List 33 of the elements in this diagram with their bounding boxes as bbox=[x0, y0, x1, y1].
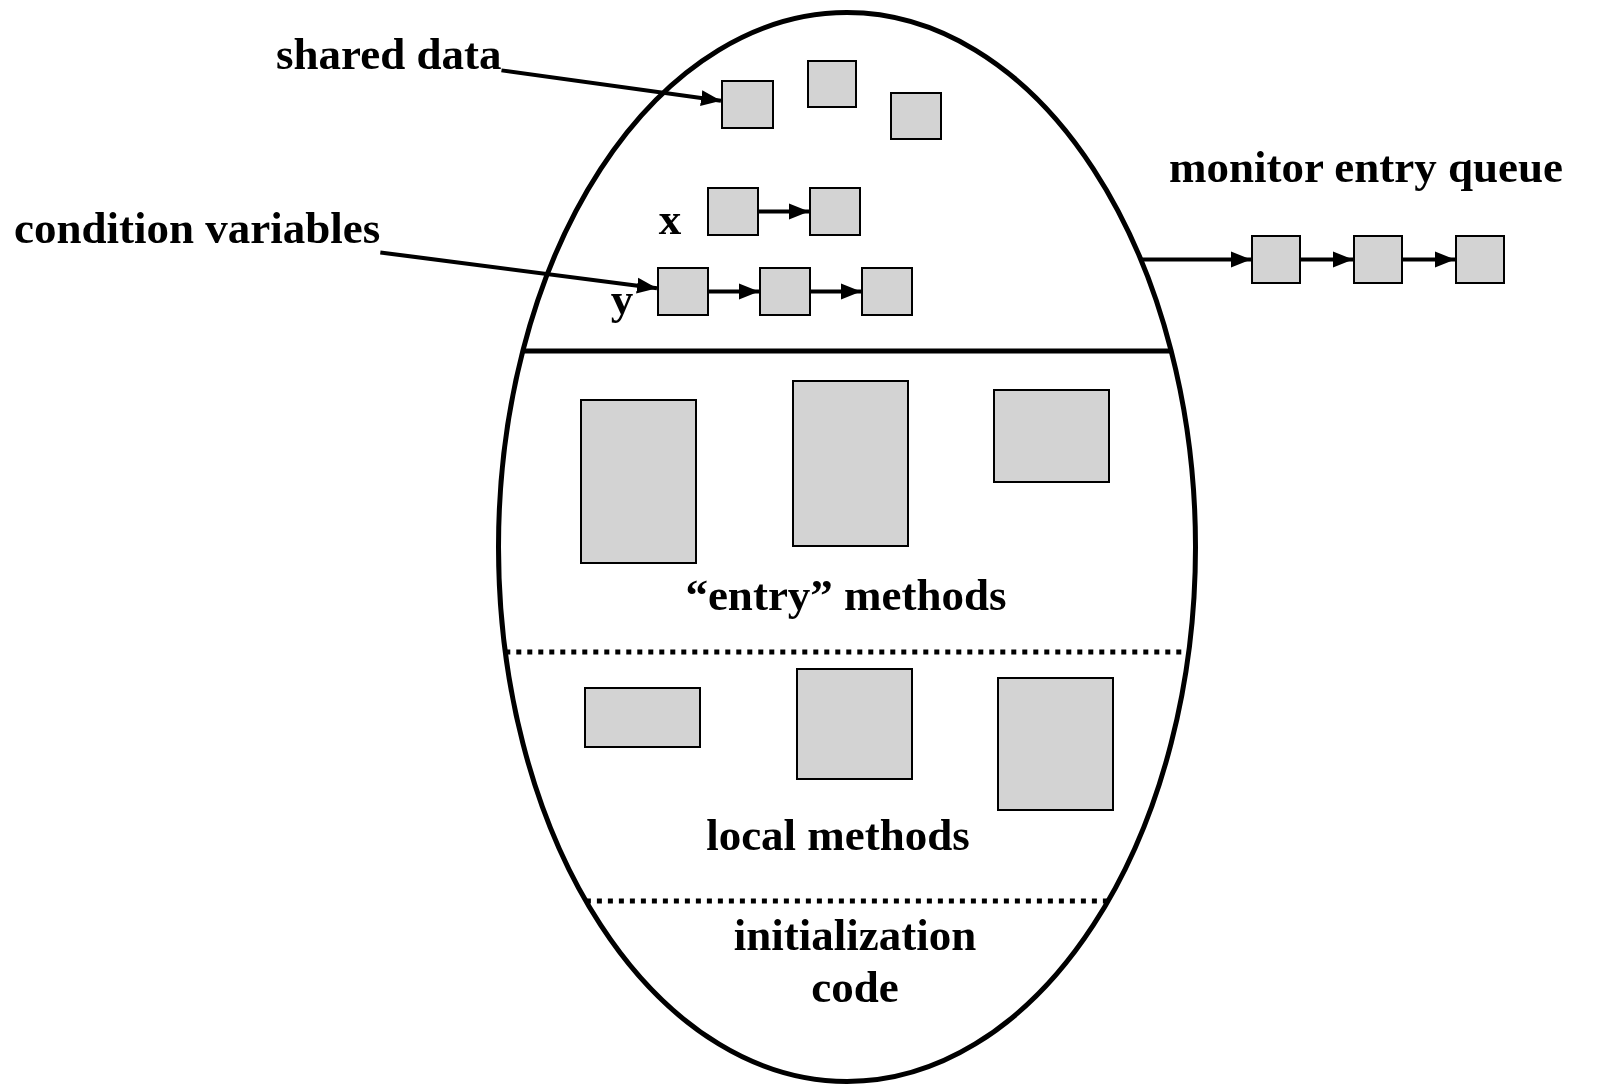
data-box bbox=[580, 399, 697, 564]
label-text: x bbox=[657, 194, 683, 246]
data-box bbox=[809, 187, 861, 236]
data-box bbox=[707, 187, 759, 236]
data-box bbox=[861, 267, 913, 316]
arrow bbox=[380, 250, 658, 294]
arrow bbox=[759, 203, 809, 220]
arrow bbox=[1301, 251, 1353, 268]
arrow bbox=[709, 283, 759, 300]
arrow bbox=[811, 283, 861, 300]
data-box bbox=[1353, 235, 1403, 284]
data-box bbox=[807, 60, 857, 108]
callout-text: condition variables bbox=[14, 204, 381, 254]
data-box bbox=[890, 92, 942, 140]
label-text: “entry” methods bbox=[684, 570, 1008, 622]
label-text: monitor entry queue bbox=[1167, 142, 1565, 194]
data-box bbox=[993, 389, 1110, 483]
data-box bbox=[997, 677, 1114, 811]
label-text: local methods bbox=[705, 810, 971, 862]
data-box bbox=[584, 687, 701, 748]
data-box bbox=[796, 668, 913, 780]
data-box bbox=[792, 380, 909, 547]
label-text: initialization code bbox=[732, 910, 978, 1014]
data-box bbox=[1251, 235, 1301, 284]
data-box bbox=[1455, 235, 1505, 284]
label-text: y bbox=[609, 274, 635, 326]
data-box bbox=[759, 267, 811, 316]
data-box bbox=[657, 267, 709, 316]
data-box bbox=[721, 80, 774, 129]
arrow bbox=[501, 68, 722, 106]
arrow bbox=[1403, 251, 1455, 268]
arrow bbox=[1140, 251, 1251, 268]
callout-text: shared data bbox=[276, 30, 502, 80]
